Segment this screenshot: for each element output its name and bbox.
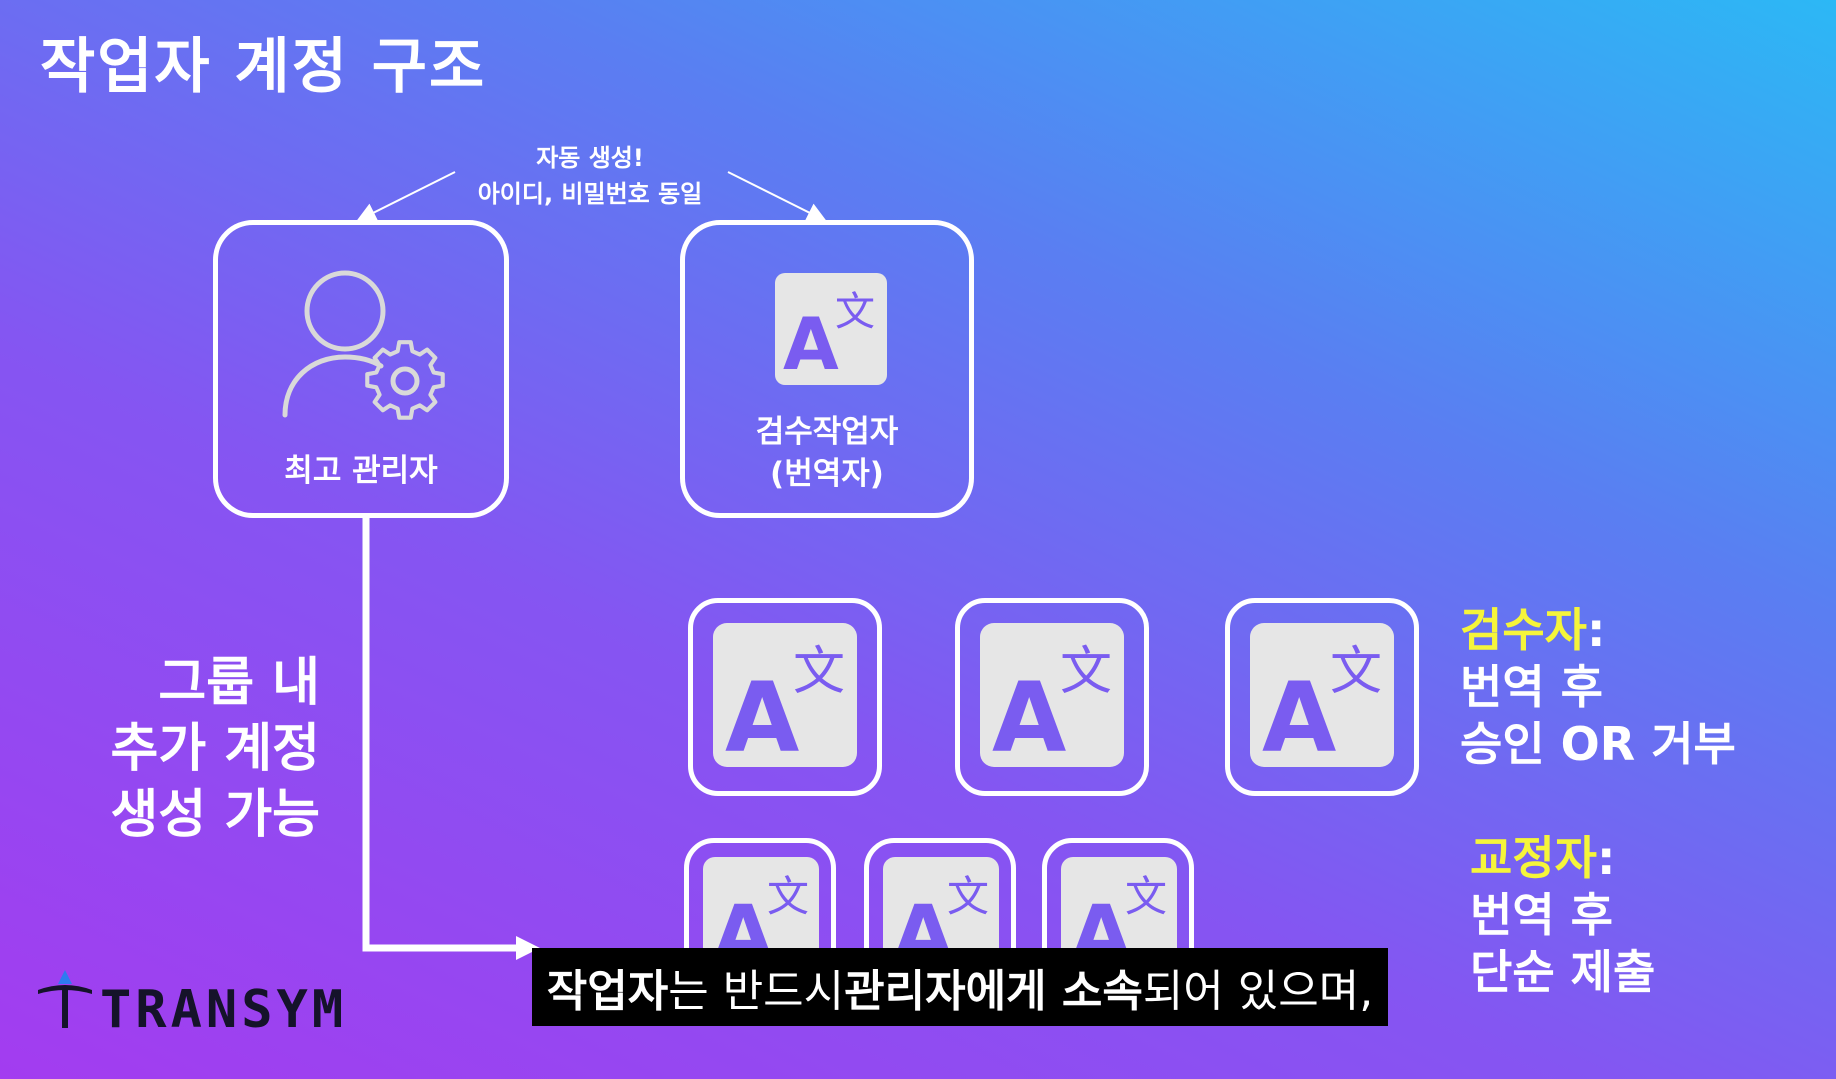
arrow-to-reviewer bbox=[727, 171, 827, 222]
hierarchy-line bbox=[362, 518, 520, 952]
svg-text:A: A bbox=[992, 662, 1066, 767]
page-title: 작업자 계정 구조 bbox=[40, 32, 487, 102]
subtitle-part4: 되어 있으며, bbox=[1142, 966, 1374, 1017]
translate-icon: A 文 bbox=[775, 273, 887, 386]
reviewer-label-2: (번역자) bbox=[770, 456, 884, 492]
svg-text:A: A bbox=[1262, 662, 1336, 767]
subtitle-part1: 작업자 bbox=[546, 966, 669, 1017]
admin-card: 최고 관리자 bbox=[213, 220, 509, 518]
svg-text:文: 文 bbox=[1330, 642, 1382, 702]
group-text-line2: 추가 계정 bbox=[110, 719, 320, 779]
svg-text:A: A bbox=[725, 662, 799, 767]
svg-text:文: 文 bbox=[1060, 642, 1112, 702]
admin-label: 최고 관리자 bbox=[284, 453, 438, 489]
svg-text:A: A bbox=[783, 302, 839, 385]
group-text-line3: 생성 가능 bbox=[110, 785, 320, 845]
svg-text:文: 文 bbox=[767, 872, 809, 921]
proofreader-role-line1: 번역 후 bbox=[1470, 888, 1613, 942]
proofreader-role-desc: 교정자: 번역 후 단순 제출 bbox=[1470, 830, 1655, 1001]
subtitle-part2: 는 반드시 bbox=[668, 966, 845, 1017]
subtitle-part3: 관리자에게 소속 bbox=[844, 966, 1143, 1017]
reviewer-role-title: 검수자 bbox=[1460, 603, 1587, 657]
proofreader-role-title: 교정자 bbox=[1470, 831, 1597, 885]
logo-text: TRANSYM bbox=[100, 980, 348, 1040]
reviewer-card: A 文 검수작업자 (번역자) bbox=[680, 220, 974, 518]
transym-logo-icon bbox=[38, 970, 92, 1028]
reviewer-role-line2: 승인 OR 거부 bbox=[1460, 717, 1736, 771]
svg-text:文: 文 bbox=[793, 642, 845, 702]
reviewer-role-colon: : bbox=[1586, 603, 1606, 657]
svg-text:文: 文 bbox=[1125, 872, 1167, 921]
proofreader-role-colon: : bbox=[1596, 831, 1616, 885]
hierarchy-arrowhead bbox=[516, 936, 540, 960]
arrow-to-admin bbox=[356, 171, 456, 222]
reviewer-role-line1: 번역 후 bbox=[1460, 660, 1603, 714]
reviewer-label-1: 검수작업자 bbox=[755, 414, 899, 450]
proofreader-role-line2: 단순 제출 bbox=[1470, 945, 1656, 999]
group-text-line1: 그룹 내 bbox=[158, 653, 320, 713]
svg-text:文: 文 bbox=[947, 872, 989, 921]
group-account-text: 그룹 내 추가 계정 생성 가능 bbox=[111, 650, 320, 848]
reviewer-role-desc: 검수자: 번역 후 승인 OR 거부 bbox=[1460, 602, 1736, 773]
svg-text:文: 文 bbox=[835, 289, 875, 335]
auto-note-line1: 자동 생성! bbox=[536, 144, 644, 172]
user-gear-icon bbox=[282, 270, 445, 420]
auto-note-line2: 아이디, 비밀번호 동일 bbox=[477, 180, 703, 208]
auto-create-note: 자동 생성! 아이디, 비밀번호 동일 bbox=[440, 140, 740, 212]
